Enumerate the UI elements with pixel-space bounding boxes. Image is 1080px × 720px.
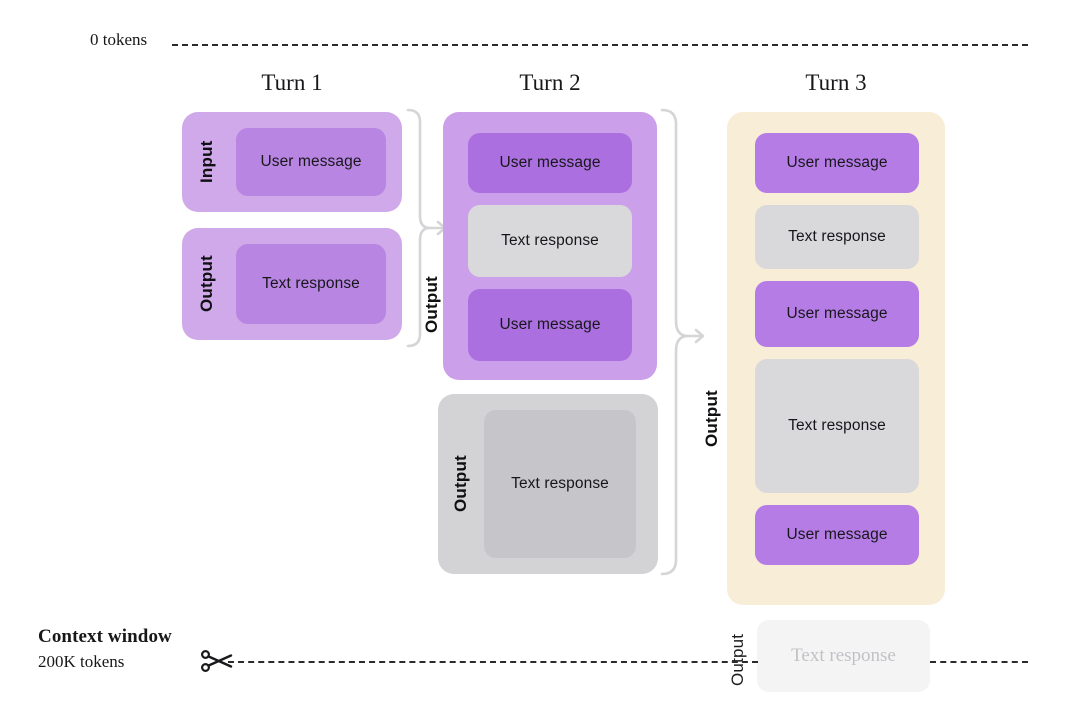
context-window-boundary-line-right <box>930 661 1028 663</box>
turn-3-text-response-1: Text response <box>755 205 919 269</box>
turn-3-heading: Turn 3 <box>805 70 867 95</box>
turn-2-input-group: User message Text response User message <box>443 112 657 380</box>
turn-3-user-message-1: User message <box>755 133 919 193</box>
turn-1-output-text-response: Text response <box>236 244 386 324</box>
turn-1-input-group: Input User message <box>182 112 402 212</box>
turn-2-text-response-1: Text response <box>468 205 632 277</box>
top-token-boundary-line <box>172 44 1028 46</box>
turn-3-user-message-2: User message <box>755 281 919 347</box>
turn-3-text-response-2: Text response <box>755 359 919 493</box>
turn-2-heading: Turn 2 <box>519 70 581 95</box>
turn-3-clipped-text-response: Text response <box>757 620 930 692</box>
turn-3-clipped-output-label: Output <box>728 633 747 687</box>
turn-3-user-message-3: User message <box>755 505 919 565</box>
turn-2-user-message-1: User message <box>468 133 632 193</box>
turn-1-output-label: Output <box>197 255 216 313</box>
turn-2-output-text-response: Text response <box>484 410 636 558</box>
context-window-boundary-line-left <box>228 661 758 663</box>
context-window-subtitle: 200K tokens <box>38 652 125 671</box>
connector-turn2-to-turn3 <box>660 108 705 576</box>
zero-tokens-label: 0 tokens <box>90 30 148 49</box>
turn-1-input-label: Input <box>197 140 216 184</box>
connector-turn2-output-label: Output <box>702 390 721 448</box>
context-window-title: Context window <box>38 626 172 647</box>
connector-turn1-output-label: Output <box>422 276 441 334</box>
turn-1-heading: Turn 1 <box>261 70 323 95</box>
turn-2-output-group: Output Text response <box>438 394 658 574</box>
turn-1-input-user-message: User message <box>236 128 386 196</box>
turn-3-context-group: User message Text response User message … <box>727 112 945 605</box>
turn-2-user-message-2: User message <box>468 289 632 361</box>
turn-1-output-group: Output Text response <box>182 228 402 340</box>
scissors-icon <box>200 649 233 673</box>
turn-2-output-label: Output <box>451 455 470 513</box>
